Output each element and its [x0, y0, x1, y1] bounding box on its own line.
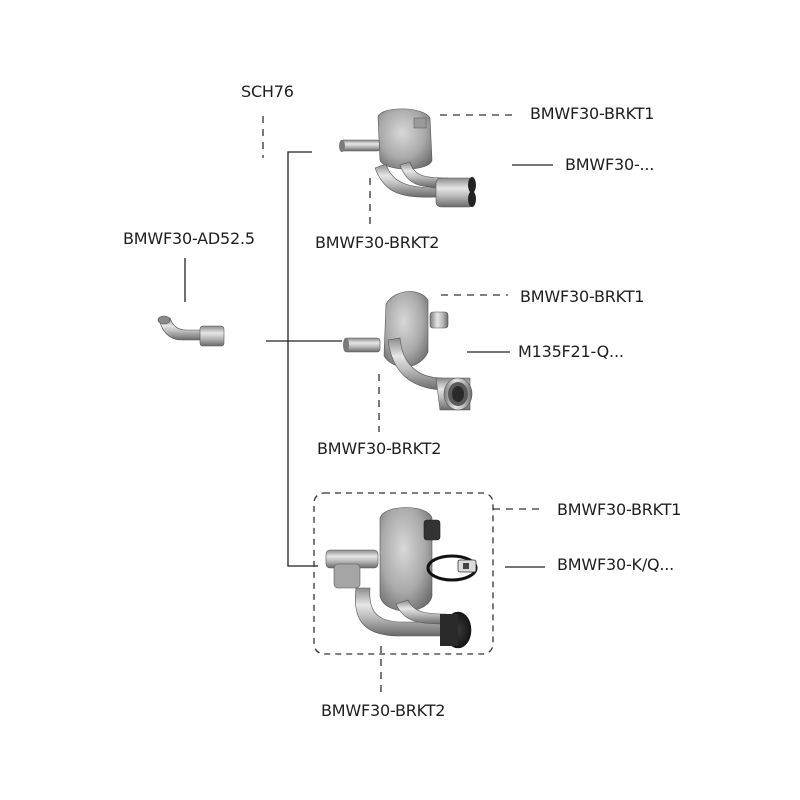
main-bracket-line	[287, 151, 318, 567]
label-g2-brkt2: BMWF30-BRKT2	[317, 439, 442, 458]
label-g2-part: M135F21-Q...	[518, 342, 624, 361]
label-ad52: BMWF30-AD52.5	[123, 229, 255, 248]
muffler-2-image	[343, 291, 473, 411]
label-g1-brkt1: BMWF30-BRKT1	[530, 104, 655, 123]
muffler-3-kit-image	[325, 507, 478, 649]
label-sch76: SCH76	[241, 82, 294, 101]
label-g2-brkt1: BMWF30-BRKT1	[520, 287, 645, 306]
label-g1-brkt2: BMWF30-BRKT2	[315, 233, 440, 252]
label-g3-brkt1: BMWF30-BRKT1	[557, 500, 682, 519]
label-g3-brkt2: BMWF30-BRKT2	[321, 701, 446, 720]
g3-kit-group-box	[313, 492, 494, 655]
adapter-pipe-image	[157, 315, 225, 347]
muffler-1-image	[339, 108, 476, 208]
connector-lines	[184, 114, 553, 694]
label-g3-part: BMWF30-K/Q...	[557, 555, 675, 574]
label-g1-part: BMWF30-...	[565, 155, 655, 174]
